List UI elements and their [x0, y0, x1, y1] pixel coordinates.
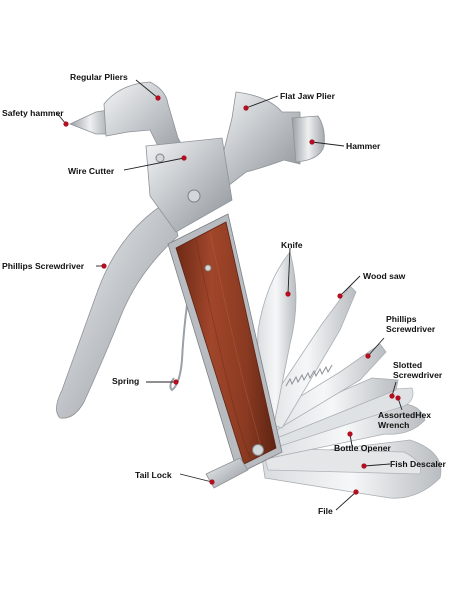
wood-saw-teeth: [285, 364, 333, 387]
wood-grain-2: [209, 231, 263, 453]
hex-wrench-tool-shape: [267, 387, 414, 449]
dot-wood-saw: [337, 293, 343, 299]
label-phillips-screwdriver-right: Phillips Screwdriver: [386, 314, 436, 334]
label-spring: Spring: [112, 376, 140, 386]
dot-flat-jaw-plier: [243, 105, 249, 111]
dot-hex-wrench: [395, 395, 401, 401]
label-tail-lock: Tail Lock: [135, 470, 172, 480]
leader-file: [335, 491, 357, 511]
dot-safety-hammer: [63, 121, 69, 127]
dot-bottle-opener: [347, 431, 353, 437]
dot-tail-lock: [209, 479, 215, 485]
wooden-handle: [167, 213, 283, 489]
leader-flat-jaw-plier: [245, 95, 279, 109]
pivot-screw: [187, 189, 201, 203]
label-assorted-hex-wrench: AssortedHex Wrench: [378, 410, 432, 430]
plier-head: [68, 81, 325, 233]
fanned-tools: [255, 251, 442, 499]
wood-grain-1: [195, 239, 251, 459]
label-file: File: [318, 506, 333, 516]
handle-rivet-bottom: [252, 444, 264, 456]
dot-wire-cutter: [181, 155, 187, 161]
leader-regular-pliers: [135, 79, 159, 99]
dot-spring: [173, 379, 179, 385]
label-regular-pliers: Regular Pliers: [70, 72, 128, 82]
dot-phillips-left: [101, 263, 107, 269]
wood-saw-tool-shape: [257, 285, 357, 429]
dot-slotted: [389, 393, 395, 399]
label-fish-descaler: Fish Descaler: [390, 459, 446, 469]
dot-hammer: [309, 139, 315, 145]
dot-file: [353, 489, 359, 495]
flat-jaw-plier-shape: [213, 91, 301, 187]
callout-leaders: [55, 79, 403, 511]
wire-cutter-screw: [155, 153, 165, 163]
left-plier-handle-shape: [56, 199, 179, 419]
handle-wood-scale: [175, 221, 277, 465]
leader-tail-lock: [179, 473, 213, 483]
callout-dots: [63, 95, 401, 495]
label-safety-hammer: Safety hammer: [2, 108, 64, 118]
label-bottle-opener: Bottle Opener: [334, 443, 391, 453]
label-slotted-screwdriver: Slotted Screwdriver: [393, 360, 443, 380]
leader-fish-descaler: [363, 463, 391, 467]
spring-wire-shape: [169, 269, 193, 392]
label-flat-jaw-plier: Flat Jaw Plier: [280, 91, 335, 101]
safety-hammer-spike-shape: [68, 109, 111, 135]
leader-safety-hammer: [55, 111, 67, 125]
leader-wire-cutter: [123, 157, 185, 171]
leader-phillips-right: [367, 337, 385, 357]
label-phillips-screwdriver-left: Phillips Screwdriver: [2, 261, 85, 271]
fish-descaler-tool-shape: [261, 447, 421, 475]
label-hammer: Hammer: [346, 141, 381, 151]
label-wire-cutter: Wire Cutter: [68, 166, 115, 176]
label-wood-saw: Wood saw: [363, 271, 406, 281]
handle-rivet-top: [204, 264, 212, 272]
dot-fish-descaler: [361, 463, 367, 469]
label-knife: Knife: [281, 240, 303, 250]
hammer-head-shape: [291, 115, 325, 163]
dot-regular-pliers: [155, 95, 161, 101]
dot-phillips-right: [365, 353, 371, 359]
dot-knife: [285, 291, 291, 297]
leader-hammer: [311, 141, 345, 147]
leader-wood-saw: [339, 275, 361, 297]
leader-knife: [287, 247, 291, 295]
